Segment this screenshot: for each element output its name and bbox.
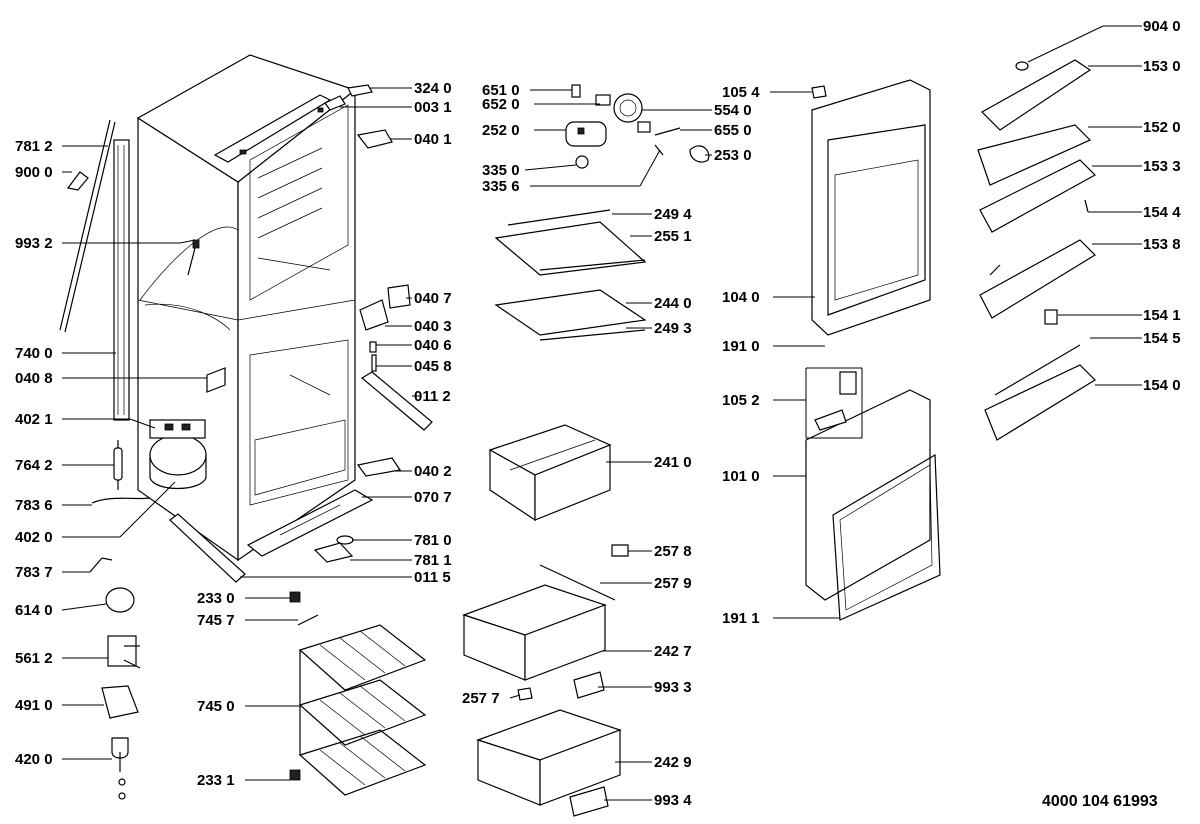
label-040-7: 040 7 <box>414 290 452 307</box>
label-152-0: 152 0 <box>1143 119 1181 136</box>
label-651-0: 651 0 <box>482 82 520 99</box>
side-rods <box>59 119 130 421</box>
label-900-0: 900 0 <box>15 164 53 181</box>
label-252-0: 252 0 <box>482 122 520 139</box>
label-191-1: 191 1 <box>722 610 760 627</box>
label-781-0: 781 0 <box>414 532 452 549</box>
label-233-0: 233 0 <box>197 590 235 607</box>
label-104-0: 104 0 <box>722 289 760 306</box>
label-652-0: 652 0 <box>482 96 520 113</box>
label-241-0: 241 0 <box>654 454 692 471</box>
label-105-2: 105 2 <box>722 392 760 409</box>
label-154-0: 154 0 <box>1143 377 1181 394</box>
label-655-0: 655 0 <box>714 122 752 139</box>
label-402-0: 402 0 <box>15 529 53 546</box>
crisper-box <box>488 424 612 522</box>
label-040-8: 040 8 <box>15 370 53 387</box>
label-249-4: 249 4 <box>654 206 692 223</box>
label-153-3: 153 3 <box>1143 158 1181 175</box>
label-740-0: 740 0 <box>15 345 53 362</box>
document-number: 4000 104 61993 <box>1042 793 1158 810</box>
label-561-2: 561 2 <box>15 650 53 667</box>
label-335-0: 335 0 <box>482 162 520 179</box>
label-904-0: 904 0 <box>1143 18 1181 35</box>
label-324-0: 324 0 <box>414 80 452 97</box>
label-335-6: 335 6 <box>482 178 520 195</box>
cabinet-body <box>136 54 357 562</box>
label-191-0: 191 0 <box>722 338 760 355</box>
probe <box>187 239 200 276</box>
label-040-1: 040 1 <box>414 131 452 148</box>
filter-drier <box>113 440 123 490</box>
label-993-2: 993 2 <box>15 235 53 252</box>
label-040-6: 040 6 <box>414 337 452 354</box>
label-781-1: 781 1 <box>414 552 452 569</box>
label-011-2: 011 2 <box>414 388 451 405</box>
label-993-3: 993 3 <box>654 679 692 696</box>
label-070-7: 070 7 <box>414 489 452 506</box>
label-257-8: 257 8 <box>654 543 692 560</box>
label-781-2: 781 2 <box>15 138 53 155</box>
label-614-0: 614 0 <box>15 602 53 619</box>
freezer-baskets <box>289 591 427 796</box>
label-402-1: 402 1 <box>15 411 53 428</box>
label-244-0: 244 0 <box>654 295 692 312</box>
label-153-8: 153 8 <box>1143 236 1181 253</box>
label-257-7: 257 7 <box>462 690 500 707</box>
label-233-1: 233 1 <box>197 772 235 789</box>
label-040-3: 040 3 <box>414 318 452 335</box>
door-shelves <box>977 59 1096 441</box>
label-242-7: 242 7 <box>654 643 692 660</box>
leader-lines <box>61 25 1142 801</box>
base-rail <box>246 489 374 557</box>
label-420-0: 420 0 <box>15 751 53 768</box>
brackets <box>206 84 411 477</box>
label-783-7: 783 7 <box>15 564 53 581</box>
label-045-8: 045 8 <box>414 358 452 375</box>
electrical-parts <box>101 587 141 800</box>
label-257-9: 257 9 <box>654 575 692 592</box>
label-255-1: 255 1 <box>654 228 692 245</box>
label-105-4: 105 4 <box>722 84 760 101</box>
label-101-0: 101 0 <box>722 468 760 485</box>
label-154-1: 154 1 <box>1143 307 1181 324</box>
label-745-7: 745 7 <box>197 612 235 629</box>
label-242-9: 242 9 <box>654 754 692 771</box>
label-491-0: 491 0 <box>15 697 53 714</box>
part-drawings <box>59 54 1096 817</box>
label-154-4: 154 4 <box>1143 204 1181 221</box>
label-783-6: 783 6 <box>15 497 53 514</box>
label-745-0: 745 0 <box>197 698 235 715</box>
label-011-5: 011 5 <box>414 569 451 586</box>
drawers <box>462 544 629 817</box>
label-249-3: 249 3 <box>654 320 692 337</box>
lamp-thermostat-assembly <box>565 84 710 169</box>
label-554-0: 554 0 <box>714 102 752 119</box>
doors <box>805 79 941 621</box>
label-253-0: 253 0 <box>714 147 752 164</box>
label-993-4: 993 4 <box>654 792 692 809</box>
label-003-1: 003 1 <box>414 99 452 116</box>
label-764-2: 764 2 <box>15 457 53 474</box>
part-labels: 904 0 153 0 152 0 153 3 154 4 153 8 154 … <box>15 18 1181 810</box>
label-154-5: 154 5 <box>1143 330 1181 347</box>
compressor <box>149 419 207 489</box>
glass-shelves <box>494 209 647 341</box>
label-153-0: 153 0 <box>1143 58 1181 75</box>
label-040-2: 040 2 <box>414 463 452 480</box>
